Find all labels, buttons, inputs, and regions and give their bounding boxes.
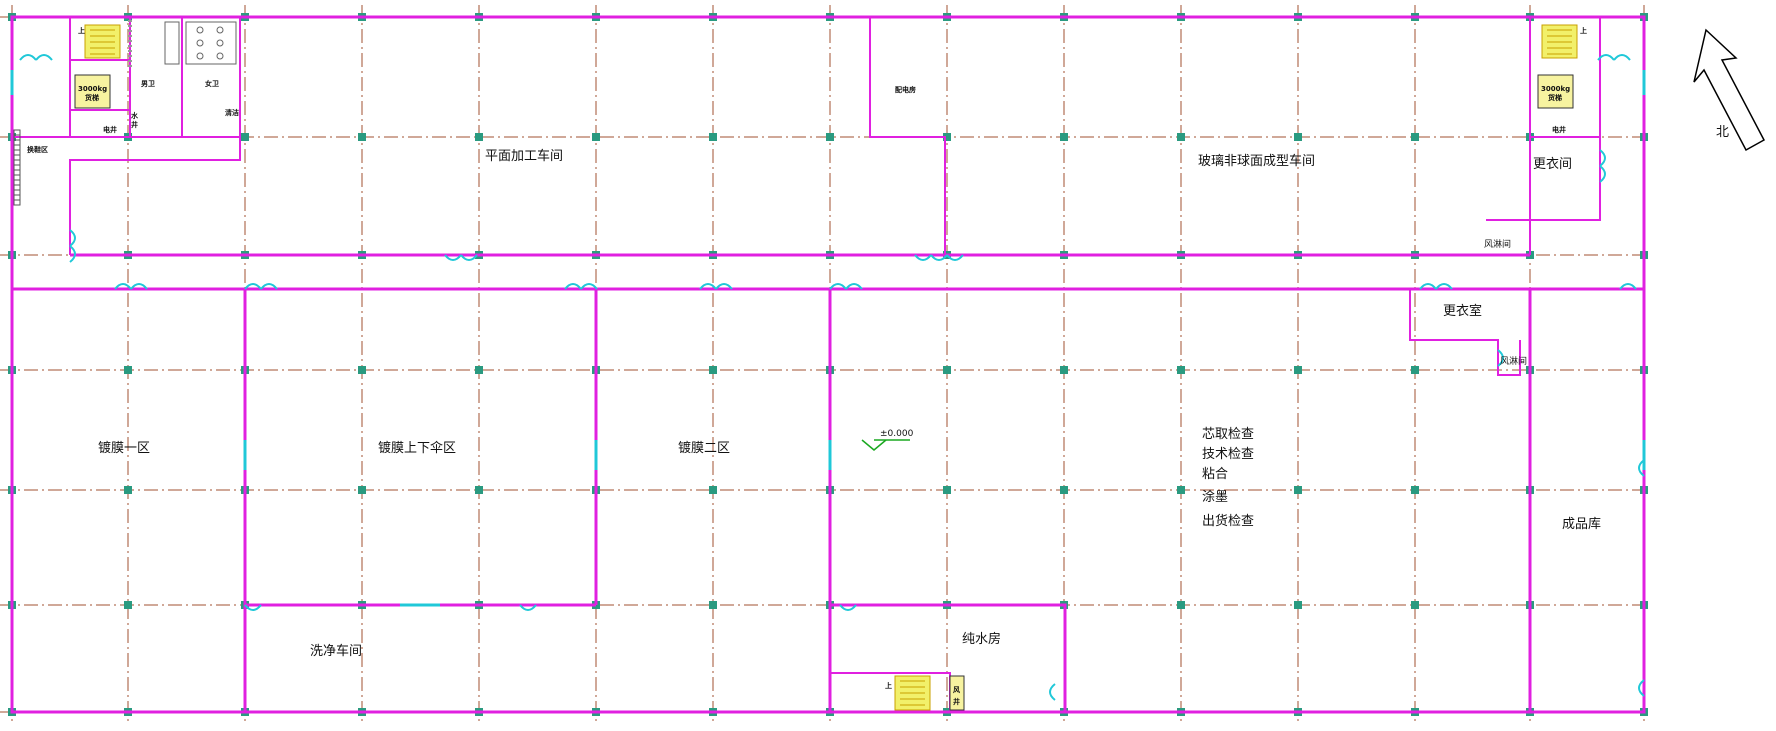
label-inspection-3: 粘合 [1202,467,1228,482]
structural-column [1060,366,1068,374]
label-air-shower-2: 风淋间 [1500,355,1527,367]
north-arrow: 北 [1693,28,1766,152]
axis-grid [0,5,1650,725]
right-stair [1541,24,1578,59]
label-finished-store: 成品库 [1562,516,1601,532]
structural-column [124,486,132,494]
label-womens-toilet: 女卫 [205,79,219,88]
toilet-fixtures [128,20,237,70]
label-elevator-right-type: 货梯 [1547,93,1562,102]
structural-column [943,486,951,494]
structural-column [1294,601,1302,609]
label-power-room: 配电房 [895,85,916,94]
label-mens-toilet: 男卫 [141,80,155,88]
label-elevator-right-cap: 3000kg [1541,85,1570,93]
structural-column [1411,366,1419,374]
label-water-closet-2: 井 [131,120,138,129]
label-changing-room-1: 更衣间 [1533,156,1572,172]
label-electric-shaft-left: 电井 [103,125,117,134]
structural-column [475,366,483,374]
structural-column [475,133,483,141]
label-wind-shaft-1: 风 [953,685,960,694]
level-mark-text: ±0.000 [880,429,914,439]
label-coating-2: 镀膜二区 [678,440,730,456]
structural-column [1060,133,1068,141]
structural-column [592,133,600,141]
level-marker [861,439,910,451]
structural-column [709,601,717,609]
label-inspection-4: 涂墨 [1202,489,1228,505]
left-stair [84,24,121,59]
structural-column [1060,486,1068,494]
structural-column [1411,133,1419,141]
label-plane-workshop: 平面加工车间 [485,148,563,164]
structural-column [124,601,132,609]
structural-column [709,366,717,374]
outer-walls [10,15,1646,714]
label-stair-up-left: 上 [78,26,85,35]
label-coating-1: 镀膜一区 [98,440,150,456]
structural-column [1177,366,1185,374]
structural-column [1294,486,1302,494]
label-wind-shaft-2: 井 [953,697,960,706]
inspection-labels: 芯取检查 技术检查 粘合 涂墨 出货检查 [1202,427,1254,529]
structural-column [826,133,834,141]
label-elevator-left-type: 货梯 [84,93,99,102]
label-elevator-left-cap: 3000kg [78,85,107,93]
structural-column [475,486,483,494]
structural-column [241,133,249,141]
right-elevator [1537,74,1574,109]
label-glass-workshop: 玻璃非球面成型车间 [1198,153,1315,169]
wind-shaft-box [949,675,965,711]
structural-column [358,366,366,374]
interior-walls [12,16,1644,712]
label-cleaning-closet: 清洁 [225,108,239,117]
structural-column [1411,601,1419,609]
label-stair-up-bottom: 上 [885,681,892,690]
structural-column [358,133,366,141]
structural-column [124,366,132,374]
structural-column [358,486,366,494]
structural-column [1177,601,1185,609]
label-inspection-5: 出货检查 [1202,513,1254,529]
label-stair-up-right: 上 [1580,26,1587,35]
shoe-rack [13,129,21,206]
left-elevator [74,74,111,109]
north-label: 北 [1716,125,1729,140]
label-electric-shaft-right: 电井 [1552,125,1566,134]
label-cleaning-workshop: 洗净车间 [310,643,362,659]
label-shoe-change: 换鞋区 [27,145,48,154]
label-inspection-2: 技术检查 [1202,447,1254,462]
structural-column [1177,133,1185,141]
label-changing-room-2: 更衣室 [1443,303,1482,319]
label-coating-updown: 镀膜上下伞区 [378,440,456,456]
label-water-closet-1: 水 [131,111,139,120]
structural-column [709,486,717,494]
structural-column [1294,133,1302,141]
label-pure-water: 纯水房 [962,631,1001,647]
structural-column [1294,366,1302,374]
structural-column [1177,486,1185,494]
door-swings [19,54,1645,701]
label-inspection-1: 芯取检查 [1202,427,1254,442]
room-labels: 平面加工车间 玻璃非球面成型车间 镀膜一区 镀膜上下伞区 镀膜二区 芯取检查 技… [27,26,1601,706]
structural-column [709,133,717,141]
structural-column [1411,486,1419,494]
structural-column [943,133,951,141]
windows [10,70,1646,607]
bottom-stair [894,675,931,711]
structural-column [943,366,951,374]
label-air-shower-1: 风淋间 [1484,238,1511,250]
